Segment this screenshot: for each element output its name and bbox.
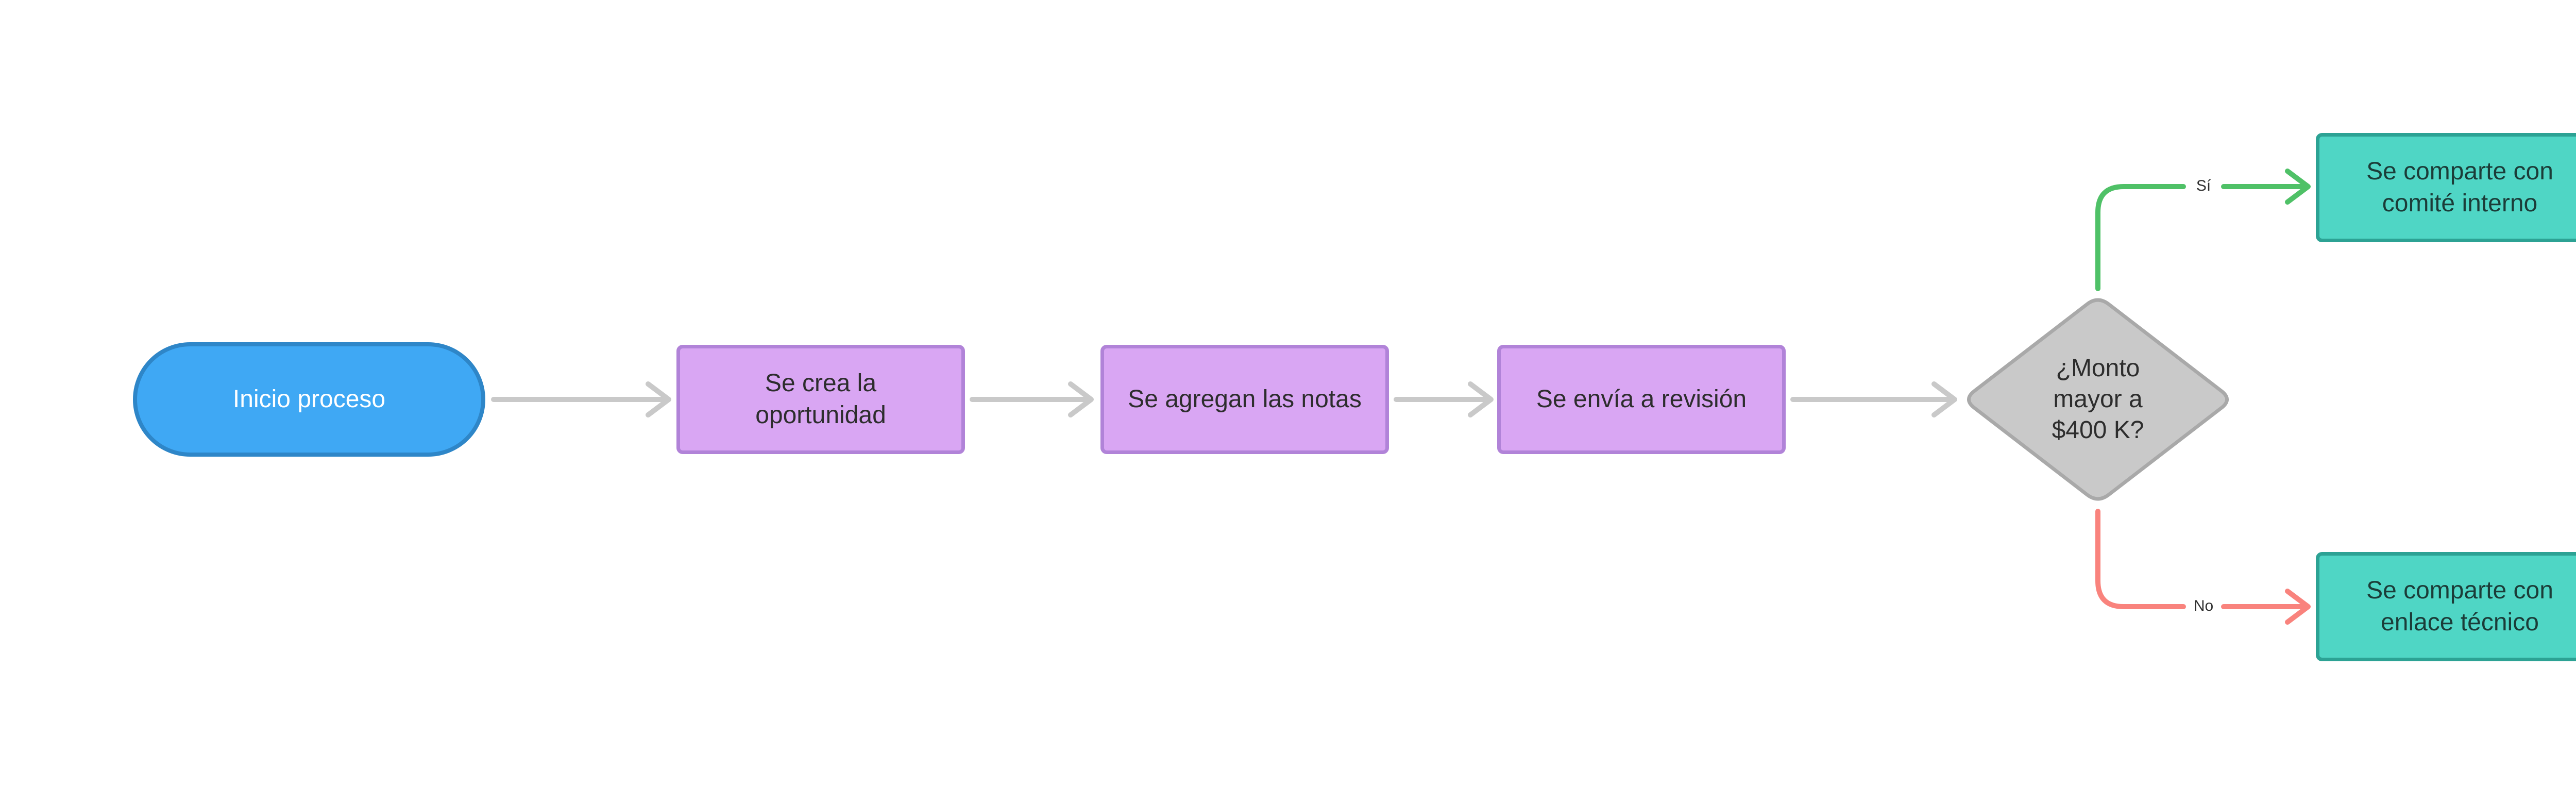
- decision-node-amount-label: ¿Monto mayor a $400 K?: [2052, 355, 2144, 444]
- yes-edge-label: Sí: [2192, 176, 2215, 196]
- connector-yes-arrow[interactable]: [2095, 169, 2311, 291]
- decision-node-amount[interactable]: ¿Monto mayor a $400 K?: [1961, 294, 2234, 505]
- no-edge-label: No: [2189, 596, 2218, 616]
- start-node[interactable]: Inicio proceso: [133, 342, 485, 457]
- process-node-send-review[interactable]: Se envía a revisión: [1497, 345, 1786, 454]
- start-node-label: Inicio proceso: [232, 386, 386, 413]
- connector-no-arrow[interactable]: [2095, 509, 2311, 625]
- connector-review-to-decision-arrow[interactable]: [1790, 381, 1957, 417]
- process-node-send-review-label: Se envía a revisión: [1536, 386, 1747, 413]
- connector-notes-to-review-arrow[interactable]: [1394, 381, 1494, 417]
- outcome-node-technical[interactable]: Se comparte con enlace técnico: [2316, 552, 2576, 661]
- outcome-node-committee-label: Se comparte con comité interno: [2366, 158, 2553, 217]
- diamond-shape: [1967, 298, 2229, 501]
- outcome-node-committee[interactable]: Se comparte con comité interno: [2316, 133, 2576, 242]
- process-node-create-opportunity[interactable]: Se crea la oportunidad: [676, 345, 965, 454]
- process-node-add-notes-label: Se agregan las notas: [1128, 386, 1362, 413]
- process-node-create-opportunity-label: Se crea la oportunidad: [755, 370, 886, 429]
- connector-create-to-notes-arrow[interactable]: [970, 381, 1094, 417]
- connector-start-to-create-arrow[interactable]: [491, 381, 671, 417]
- process-node-add-notes[interactable]: Se agregan las notas: [1100, 345, 1389, 454]
- outcome-node-technical-label: Se comparte con enlace técnico: [2366, 577, 2553, 636]
